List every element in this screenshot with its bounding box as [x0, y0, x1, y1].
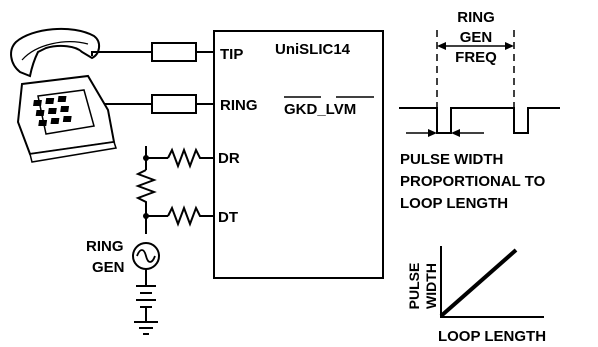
- pin-dt-label: DT: [218, 209, 238, 226]
- sense-resistor-network: [135, 146, 214, 234]
- pin-ring-label: RING: [220, 97, 258, 114]
- ac-source-icon: [132, 242, 160, 270]
- pulse-width-trend-line: [439, 248, 518, 318]
- chip-name: UniSLIC14: [275, 41, 351, 58]
- ring-source-label-2: GEN: [92, 259, 125, 276]
- battery-and-ground: [136, 269, 156, 322]
- pin-tip-label: TIP: [220, 46, 243, 63]
- ring-source-label-1: RING: [86, 238, 124, 255]
- waveform-title-2: GEN: [460, 29, 493, 46]
- chip-box: [213, 30, 384, 279]
- waveform-title-3: FREQ: [455, 49, 497, 66]
- graph-xlabel: LOOP LENGTH: [438, 328, 546, 345]
- line-wires: [91, 51, 214, 105]
- waveform-title-1: RING: [457, 9, 495, 26]
- graph-ylabel-1: PULSE: [406, 263, 422, 310]
- waveform-note-1: PULSE WIDTH: [400, 151, 503, 168]
- telephone-icon: [10, 27, 117, 163]
- ring-resistor: [151, 94, 197, 114]
- ring-detect-waveform: [399, 30, 560, 137]
- waveform-note-3: LOOP LENGTH: [400, 195, 508, 212]
- pulse-width-graph: [439, 246, 544, 318]
- waveform-note-2: PROPORTIONAL TO: [400, 173, 546, 190]
- ground-icon: [134, 321, 158, 335]
- pin-dr-label: DR: [218, 150, 240, 167]
- tip-resistor: [151, 42, 197, 62]
- output-signals-label: GKD_LVM: [284, 101, 356, 118]
- graph-ylabel-2: WIDTH: [423, 263, 439, 309]
